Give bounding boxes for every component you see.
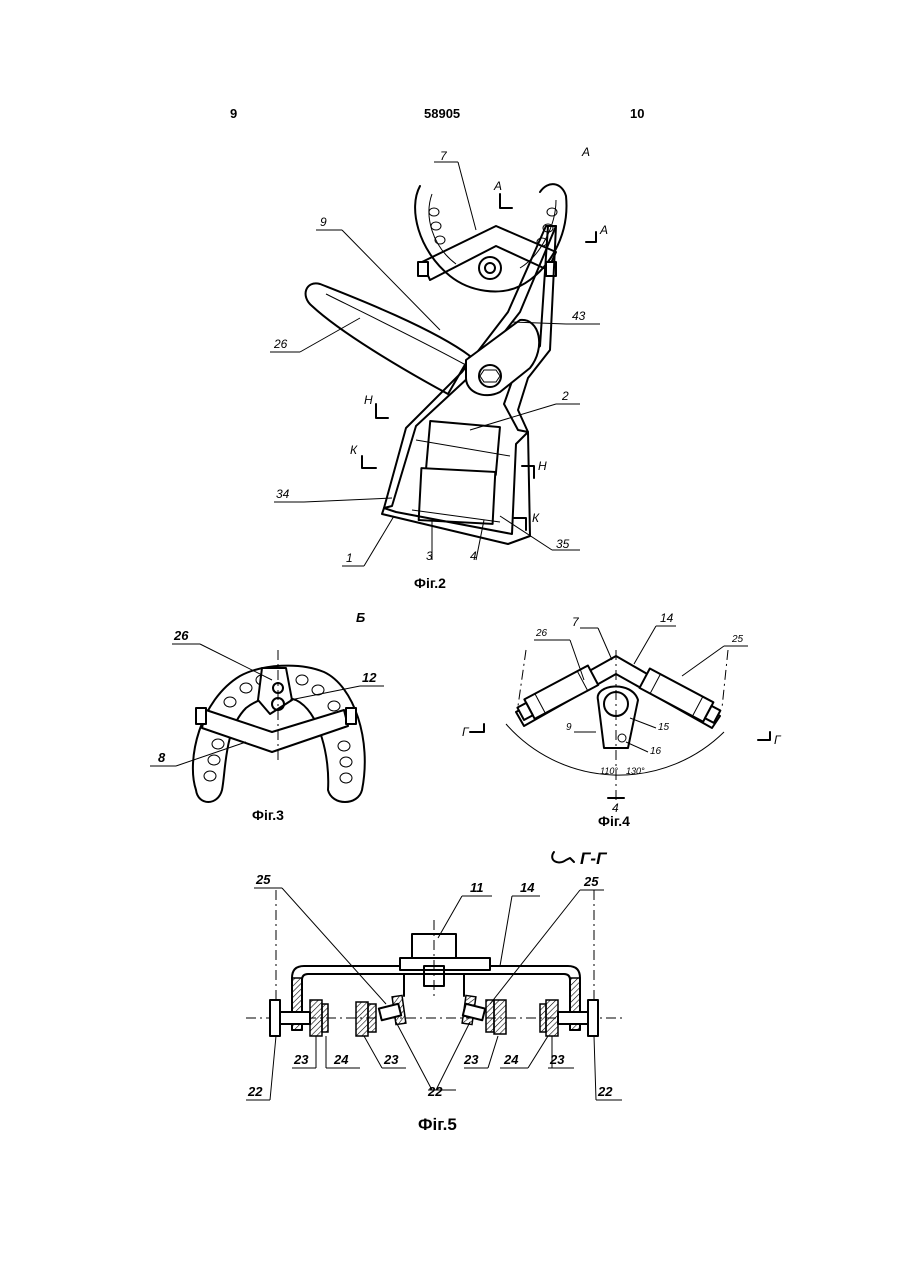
svg-text:25: 25 — [731, 634, 744, 645]
svg-text:25: 25 — [583, 874, 599, 889]
svg-text:22: 22 — [427, 1084, 443, 1099]
svg-text:8: 8 — [158, 750, 166, 765]
svg-text:16: 16 — [650, 746, 662, 757]
svg-text:110°: 110° — [600, 766, 618, 776]
svg-text:23: 23 — [383, 1052, 399, 1067]
figure-3: Б 26 12 8 Фіг.3 — [150, 610, 384, 823]
fig3-view-label: Б — [356, 610, 365, 625]
fig2-handle — [306, 283, 470, 394]
svg-text:22: 22 — [247, 1084, 263, 1099]
svg-text:22: 22 — [597, 1084, 613, 1099]
svg-text:25: 25 — [255, 872, 271, 887]
svg-text:26: 26 — [535, 628, 548, 639]
svg-text:14: 14 — [660, 611, 674, 625]
svg-text:3: 3 — [426, 549, 433, 563]
svg-text:9: 9 — [320, 215, 327, 229]
svg-text:1: 1 — [346, 551, 353, 565]
svg-text:2: 2 — [561, 389, 569, 403]
fig4-right-clamp — [640, 669, 723, 727]
fig2-block-3 — [419, 468, 496, 524]
figure-5: Г-Г 25 — [246, 849, 626, 1134]
fig2-nut — [479, 365, 501, 387]
svg-text:Г: Г — [462, 725, 470, 739]
svg-text:14: 14 — [520, 880, 535, 895]
svg-text:Г: Г — [774, 733, 782, 747]
figure-2: А — [270, 145, 608, 591]
fig2-screw-left — [418, 262, 428, 276]
svg-text:15: 15 — [658, 722, 670, 733]
svg-text:35: 35 — [556, 537, 570, 551]
svg-text:23: 23 — [293, 1052, 309, 1067]
svg-text:34: 34 — [276, 487, 290, 501]
svg-text:9: 9 — [566, 722, 572, 733]
svg-text:К: К — [532, 511, 540, 525]
svg-text:А: А — [599, 223, 608, 237]
svg-text:26: 26 — [273, 337, 288, 351]
svg-text:Г-Г: Г-Г — [580, 849, 608, 868]
svg-text:Н: Н — [538, 459, 547, 473]
fig2-caption: Фіг.2 — [414, 575, 446, 591]
fig4-caption: Фіг.4 — [598, 813, 630, 829]
svg-text:130°: 130° — [626, 766, 645, 776]
fig2-pivot — [479, 257, 501, 279]
svg-text:24: 24 — [333, 1052, 349, 1067]
fig5-section-title: Г-Г — [552, 849, 608, 868]
fig3-caption: Фіг.3 — [252, 807, 284, 823]
svg-text:7: 7 — [440, 149, 448, 163]
svg-text:4: 4 — [470, 549, 477, 563]
fig2-view-label: А — [581, 145, 590, 159]
svg-text:А: А — [493, 179, 502, 193]
svg-text:23: 23 — [549, 1052, 565, 1067]
fig4-left-clamp — [516, 666, 599, 724]
fig2-pivot-plate — [466, 320, 539, 395]
svg-text:Н: Н — [364, 393, 373, 407]
svg-text:26: 26 — [173, 628, 189, 643]
svg-text:24: 24 — [503, 1052, 519, 1067]
svg-text:12: 12 — [362, 670, 377, 685]
svg-text:43: 43 — [572, 309, 586, 323]
fig5-top-plate — [292, 966, 580, 1030]
svg-text:7: 7 — [572, 615, 580, 629]
fig5-caption: Фіг.5 — [418, 1115, 457, 1134]
figure-4: Г Г 4 110° 130° 26 7 14 25 9 15 16 Фіг.4 — [462, 611, 782, 829]
svg-text:11: 11 — [470, 880, 484, 895]
svg-text:23: 23 — [463, 1052, 479, 1067]
svg-text:К: К — [350, 443, 358, 457]
